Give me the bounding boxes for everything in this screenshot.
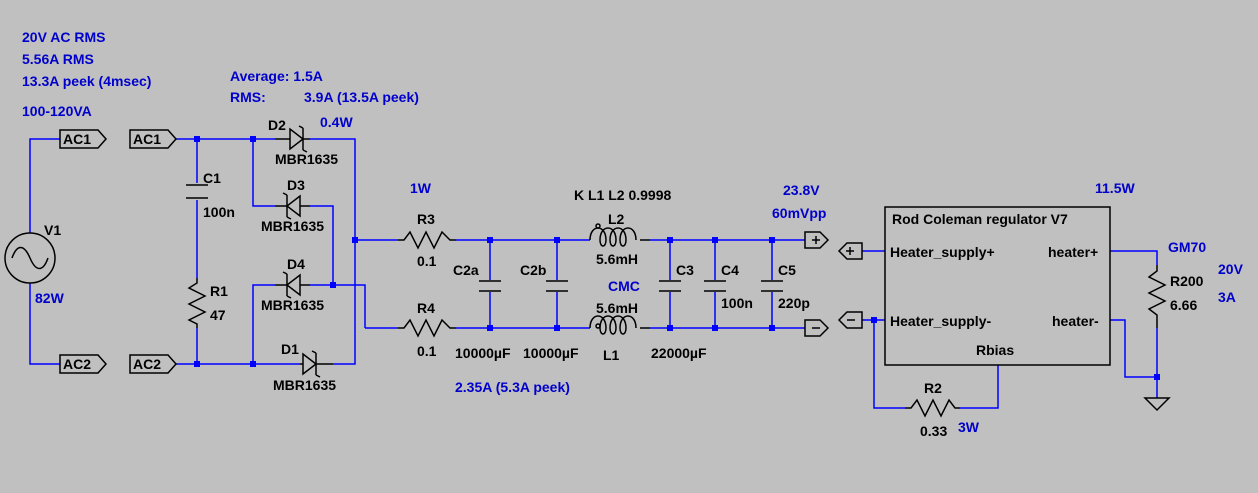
port-ac2-right[interactable]	[129, 354, 178, 374]
inductor-l2[interactable]	[589, 223, 650, 247]
d1-ref: D1	[281, 341, 299, 357]
resistor-r200[interactable]	[1147, 265, 1167, 328]
c2a-value: 10000µF	[455, 345, 511, 361]
c1-ref: C1	[203, 170, 221, 186]
voltage-source-v1[interactable]	[4, 232, 56, 284]
junctions	[194, 136, 1160, 380]
capacitor-c2b[interactable]	[546, 280, 568, 292]
wires	[29, 138, 1158, 409]
port-plus-in[interactable]	[837, 242, 863, 260]
c1-value: 100n	[203, 204, 235, 220]
port-minus-in[interactable]	[837, 311, 863, 329]
r2-value: 0.33	[920, 423, 947, 439]
c2b-value: 10000µF	[523, 345, 579, 361]
note-out-ripple: 60mVpp	[772, 205, 826, 221]
port-ac2-left[interactable]	[59, 354, 108, 374]
c3-value: 22000µF	[651, 345, 707, 361]
note-diode-rms-label: RMS:	[230, 89, 266, 105]
ground-icon	[1143, 397, 1171, 412]
d2-value: MBR1635	[275, 151, 338, 167]
note-r2-power: 3W	[958, 419, 980, 435]
port-ac1-left-label: AC1	[63, 131, 91, 147]
r1-value: 47	[210, 307, 226, 323]
note-heater-voltage: 20V	[1218, 261, 1244, 277]
capacitor-c4[interactable]	[704, 280, 726, 292]
c5-ref: C5	[778, 262, 796, 278]
r200-ref: R200	[1170, 273, 1204, 289]
c5-value: 220p	[778, 295, 810, 311]
note-cap-current: 2.35A (5.3A peek)	[455, 379, 570, 395]
d2-ref: D2	[268, 117, 286, 133]
diode-d1[interactable]	[300, 350, 333, 378]
r3-ref: R3	[417, 211, 435, 227]
d3-ref: D3	[287, 177, 305, 193]
c3-ref: C3	[676, 262, 694, 278]
d1-value: MBR1635	[273, 377, 336, 393]
regulator-block[interactable]	[884, 206, 1111, 366]
capacitor-c5[interactable]	[761, 280, 783, 292]
port-ac1-left[interactable]	[59, 129, 108, 149]
inductor-l1[interactable]	[589, 315, 650, 335]
note-source-current: 5.56A RMS	[22, 51, 94, 67]
note-reg-power: 11.5W	[1095, 180, 1135, 196]
r2-ref: R2	[924, 380, 942, 396]
r1-ref: R1	[210, 283, 228, 299]
c2b-ref: C2b	[520, 262, 546, 278]
note-source-power: 82W	[35, 290, 65, 306]
note-source-va: 100-120VA	[22, 103, 92, 119]
diode-d2[interactable]	[275, 125, 310, 153]
note-heater-tube: GM70	[1168, 239, 1206, 255]
note-source-peak: 13.3A peek (4msec)	[22, 73, 151, 89]
l2-value: 5.6mH	[596, 251, 638, 267]
regulator-pin-supply-pos: Heater_supply+	[890, 244, 995, 260]
diode-d4[interactable]	[275, 271, 310, 299]
capacitor-c3[interactable]	[659, 280, 681, 292]
d4-ref: D4	[287, 256, 305, 272]
coupling-directive: K L1 L2 0.9998	[574, 187, 671, 203]
regulator-title: Rod Coleman regulator V7	[892, 211, 1068, 227]
note-cmc: CMC	[608, 278, 640, 294]
v1-ref: V1	[44, 222, 61, 238]
note-diode-rms-value: 3.9A (13.5A peek)	[304, 89, 419, 105]
note-diode-power: 0.4W	[320, 114, 353, 130]
c2a-ref: C2a	[453, 262, 479, 278]
capacitor-c1[interactable]	[186, 184, 208, 199]
regulator-pin-rbias: Rbias	[976, 342, 1014, 358]
r200-value: 6.66	[1170, 297, 1197, 313]
resistor-r4[interactable]	[398, 318, 456, 338]
port-ac1-right-label: AC1	[133, 131, 161, 147]
port-ac2-left-label: AC2	[63, 356, 91, 372]
r3-value: 0.1	[417, 253, 437, 269]
capacitor-c2a[interactable]	[479, 280, 501, 292]
note-out-voltage: 23.8V	[783, 182, 820, 198]
c4-value: 100n	[721, 295, 753, 311]
resistor-r3[interactable]	[398, 230, 456, 250]
regulator-pin-supply-neg: Heater_supply-	[890, 313, 991, 329]
note-r3-power: 1W	[410, 180, 432, 196]
l2-ref: L2	[608, 211, 625, 227]
note-diode-average: Average: 1.5A	[230, 68, 323, 84]
labels: 20V AC RMS 5.56A RMS 13.3A peek (4msec) …	[22, 29, 1244, 439]
d3-value: MBR1635	[261, 218, 324, 234]
note-source-voltage: 20V AC RMS	[22, 29, 106, 45]
r4-ref: R4	[417, 300, 435, 316]
regulator-pin-heater-pos: heater+	[1048, 244, 1098, 260]
l1-ref: L1	[603, 347, 620, 363]
note-heater-current: 3A	[1218, 289, 1236, 305]
resistor-r2[interactable]	[905, 398, 960, 418]
port-ac1-right[interactable]	[129, 129, 178, 149]
port-plus-out[interactable]	[804, 231, 830, 249]
diode-d3[interactable]	[275, 192, 310, 220]
port-ac2-right-label: AC2	[133, 356, 161, 372]
resistor-r1[interactable]	[187, 278, 207, 328]
regulator-pin-heater-neg: heater-	[1052, 313, 1099, 329]
port-minus-out[interactable]	[804, 319, 830, 337]
d4-value: MBR1635	[261, 297, 324, 313]
l1-value: 5.6mH	[596, 300, 638, 316]
r4-value: 0.1	[417, 343, 437, 359]
c4-ref: C4	[721, 262, 739, 278]
